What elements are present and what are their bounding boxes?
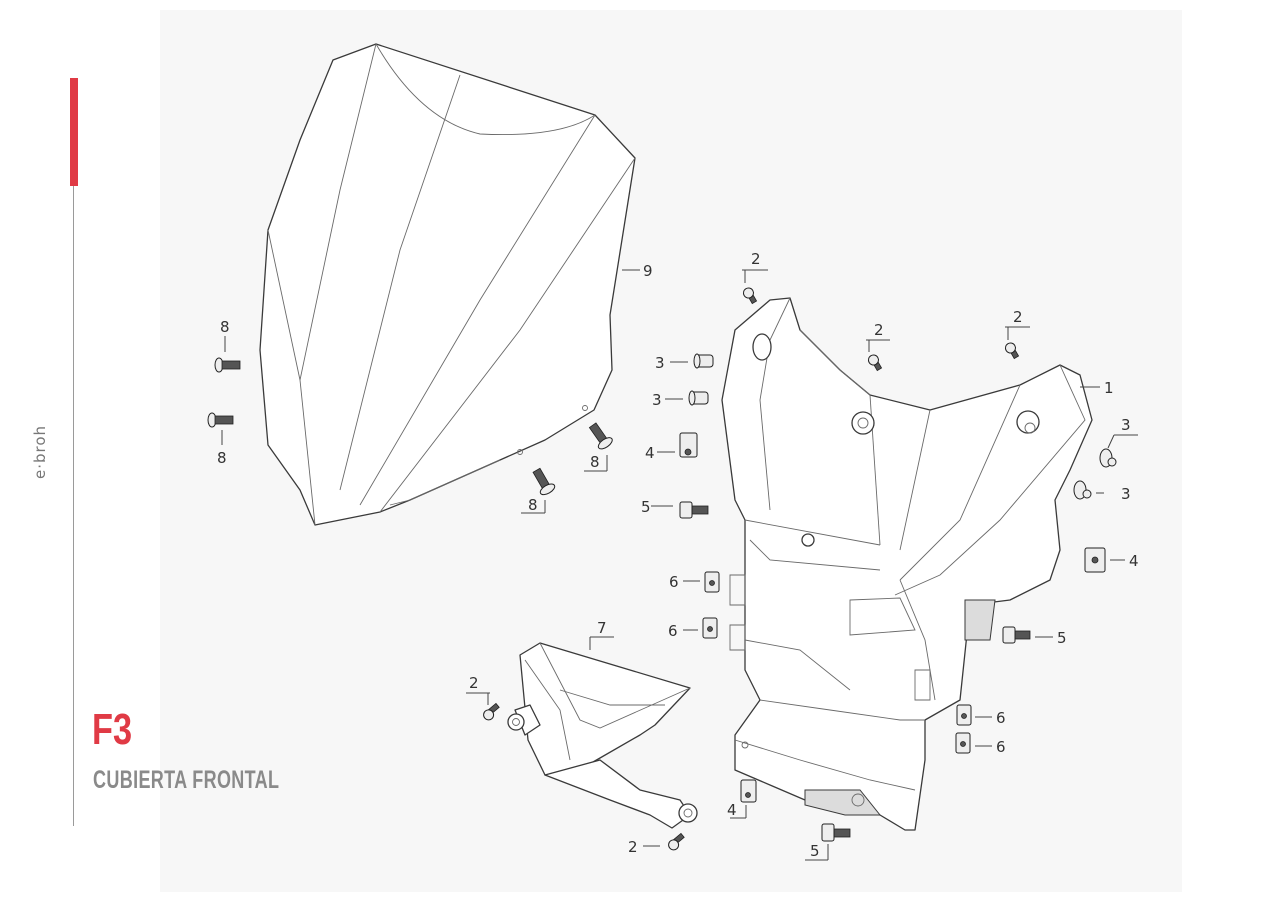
bolt-5c (821, 823, 851, 842)
windshield-part (259, 43, 636, 526)
callout-2c: 2 (1013, 308, 1023, 326)
nut-6d (955, 732, 971, 754)
callout-4a: 4 (645, 444, 655, 462)
callout-9: 9 (643, 262, 653, 280)
screw-2e (668, 832, 685, 851)
lower-side-cover-part (507, 642, 698, 829)
bolt-3a (693, 353, 714, 369)
callout-8c: 8 (590, 453, 600, 471)
callout-8d: 8 (528, 496, 538, 514)
callout-3c: 3 (1121, 416, 1131, 434)
screw-2c (1004, 342, 1020, 360)
callout-4c: 4 (727, 801, 737, 819)
bolt-3c (1099, 448, 1117, 468)
callout-2b: 2 (874, 321, 884, 339)
front-cover-part (721, 297, 1093, 831)
callout-3d: 3 (1121, 485, 1131, 503)
callout-6a: 6 (669, 573, 679, 591)
clip-4c (740, 779, 757, 803)
callout-2d: 2 (469, 674, 479, 692)
callout-1: 1 (1104, 379, 1114, 397)
nut-6c (956, 704, 972, 726)
callout-8b: 8 (217, 449, 227, 467)
bolt-3b (688, 390, 709, 406)
fasteners (207, 287, 1117, 851)
bolt-3d (1073, 480, 1092, 500)
callout-4b: 4 (1129, 552, 1139, 570)
callout-2e: 2 (628, 838, 638, 856)
screw-8b (207, 412, 234, 428)
callout-3b: 3 (652, 391, 662, 409)
accent-bar (70, 78, 78, 186)
bolt-5a (679, 501, 709, 519)
screw-8a (214, 357, 241, 373)
nut-6b (702, 617, 718, 639)
callout-5c: 5 (810, 842, 820, 860)
screw-8d (532, 467, 556, 496)
screw-2b (867, 354, 883, 372)
screw-2d (483, 702, 500, 721)
callout-6c: 6 (996, 709, 1006, 727)
section-code: F3 (92, 705, 133, 754)
bolt-5b (1002, 626, 1031, 644)
clip-4a (679, 432, 698, 458)
screw-2a (742, 287, 758, 305)
section-title: CUBIERTA FRONTAL (93, 766, 280, 794)
callout-8a: 8 (220, 318, 230, 336)
callout-6d: 6 (996, 738, 1006, 756)
nut-6a (704, 571, 720, 593)
callout-6b: 6 (668, 622, 678, 640)
side-divider (73, 186, 74, 826)
callout-3a: 3 (655, 354, 665, 372)
callout-2a: 2 (751, 250, 761, 268)
callout-7: 7 (597, 619, 607, 637)
callout-5b: 5 (1057, 629, 1067, 647)
screw-8c (588, 422, 613, 450)
leader-lines (221, 269, 1138, 861)
callout-5a: 5 (641, 498, 651, 516)
callout-labels: 1 2 2 2 2 2 3 3 3 3 4 4 4 5 5 5 6 6 6 6 … (217, 250, 1139, 860)
clip-4b (1084, 547, 1106, 573)
